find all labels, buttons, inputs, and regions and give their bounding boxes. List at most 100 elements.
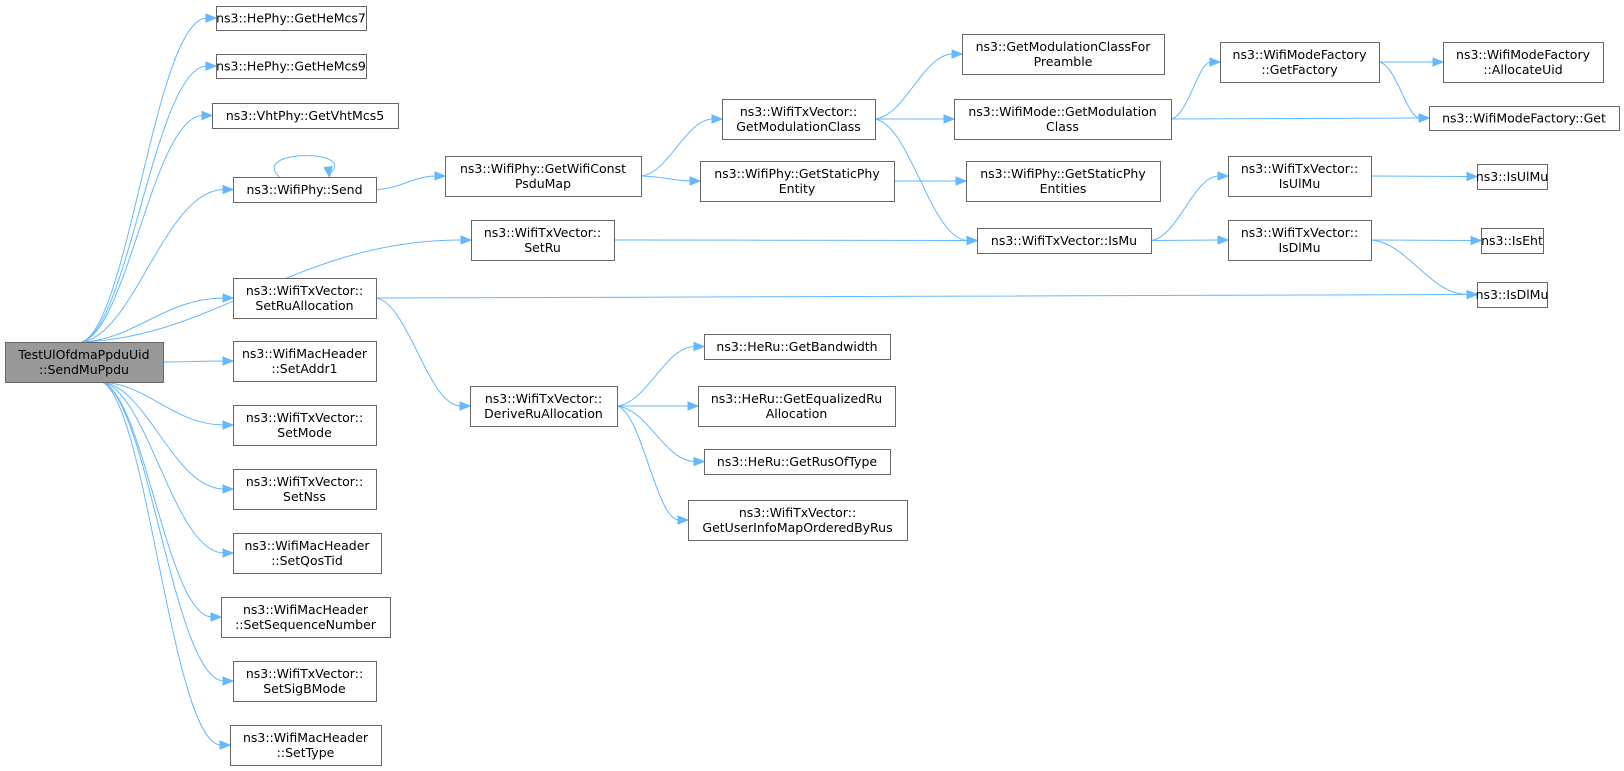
edge-setRuAllocation-to-isDlMu	[375, 289, 1479, 300]
node-label: ns3::WifiPhy::GetStaticPhy	[980, 166, 1146, 181]
edge-getModulationClass-to-wifiModeGetModClass	[874, 114, 956, 124]
node-box	[966, 161, 1161, 202]
edge-deriveRuAllocation-to-getUserInfoMap	[616, 405, 690, 525]
node-getBandwidth[interactable]: ns3::HeRu::GetBandwidth	[704, 334, 891, 360]
node-label: Class	[1046, 119, 1079, 134]
edge-arrowhead	[1217, 171, 1230, 181]
node-box	[1477, 164, 1548, 190]
node-isDlMuVec[interactable]: ns3::WifiTxVector::IsDlMu	[1228, 220, 1372, 261]
edge-deriveRuAllocation-to-getBandwidth	[616, 341, 706, 407]
node-wifiModeGetModClass[interactable]: ns3::WifiMode::GetModulationClass	[954, 99, 1172, 140]
node-label: Preamble	[1034, 54, 1093, 69]
node-setSeqNum[interactable]: ns3::WifiMacHeader::SetSequenceNumber	[221, 597, 391, 638]
edge-line	[874, 53, 954, 120]
node-box	[954, 99, 1172, 140]
edge-arrowhead	[222, 184, 235, 195]
node-label: ::SendMuPpdu	[39, 362, 129, 377]
edge-arrowhead	[219, 740, 232, 750]
node-label: ns3::WifiTxVector::	[246, 474, 363, 489]
edge-arrowhead	[210, 612, 223, 622]
node-getRusOfType[interactable]: ns3::HeRu::GetRusOfType	[704, 449, 891, 475]
node-isEht[interactable]: ns3::IsEht	[1481, 228, 1544, 254]
node-box	[233, 341, 377, 382]
edge-arrowhead	[222, 293, 235, 303]
node-label: DeriveRuAllocation	[484, 406, 603, 421]
node-isUlMuVec[interactable]: ns3::WifiTxVector::IsUlMu	[1228, 156, 1372, 197]
node-label: ns3::WifiMode::GetModulation	[968, 104, 1156, 119]
node-setType[interactable]: ns3::WifiMacHeader::SetType	[230, 725, 382, 766]
edge-arrowhead	[966, 235, 979, 246]
node-deriveRuAllocation[interactable]: ns3::WifiTxVector::DeriveRuAllocation	[470, 386, 618, 427]
edge-root-to-getVhtMcs5	[81, 110, 214, 343]
node-label: ::SetType	[277, 745, 335, 760]
node-label: ns3::WifiMacHeader	[244, 538, 370, 553]
edge-arrowhead	[693, 341, 706, 352]
node-box	[471, 220, 615, 261]
edge-arrowhead	[687, 401, 700, 411]
edge-line	[1378, 61, 1421, 119]
node-factoryGet[interactable]: ns3::WifiModeFactory::Get	[1429, 106, 1620, 131]
node-setQosTid[interactable]: ns3::WifiMacHeader::SetQosTid	[233, 533, 382, 574]
edge-setRu-to-isMu	[613, 235, 979, 246]
node-setRu[interactable]: ns3::WifiTxVector::SetRu	[471, 220, 615, 261]
node-setSigBMode[interactable]: ns3::WifiTxVector::SetSigBMode	[233, 661, 377, 702]
node-getHeMcs9[interactable]: ns3::HePhy::GetHeMcs9	[216, 54, 367, 79]
node-getVhtMcs5[interactable]: ns3::VhtPhy::GetVhtMcs5	[212, 103, 399, 129]
edge-line	[1370, 239, 1473, 241]
node-send[interactable]: ns3::WifiPhy::Send	[233, 177, 377, 203]
edge-root-to-setMode	[101, 381, 235, 430]
edge-getModulationClass-to-getModClassForPreamble	[874, 49, 964, 120]
node-label: Allocation	[766, 406, 828, 421]
edge-line	[640, 118, 714, 177]
node-root[interactable]: TestUlOfdmaPpduUid::SendMuPpdu	[5, 342, 164, 383]
edge-isDlMuVec-to-isEht	[1370, 235, 1483, 246]
edge-arrowhead	[201, 110, 214, 121]
node-label: ns3::WifiTxVector::	[484, 225, 601, 240]
node-getUserInfoMap[interactable]: ns3::WifiTxVector::GetUserInfoMapOrdered…	[688, 500, 908, 541]
node-label: SetNss	[283, 489, 326, 504]
node-getModulationClass[interactable]: ns3::WifiTxVector::GetModulationClass	[722, 99, 876, 140]
edge-arrowhead	[943, 114, 956, 124]
edge-arrowhead	[1217, 235, 1230, 245]
edge-root-to-setSigBMode	[101, 381, 235, 686]
edge-line	[375, 175, 437, 190]
edge-arrowhead	[460, 235, 473, 245]
node-label: ns3::WifiMacHeader	[243, 730, 369, 745]
edge-line	[81, 189, 225, 343]
node-setAddr1[interactable]: ns3::WifiMacHeader::SetAddr1	[233, 341, 377, 382]
node-isDlMu[interactable]: ns3::IsDlMu	[1476, 282, 1549, 308]
node-label: PsduMap	[515, 176, 571, 191]
node-label: ::SetSequenceNumber	[235, 617, 377, 632]
node-setMode[interactable]: ns3::WifiTxVector::SetMode	[233, 405, 377, 446]
node-getHeMcs7[interactable]: ns3::HePhy::GetHeMcs7	[216, 6, 367, 31]
edge-arrowhead	[693, 456, 706, 467]
node-setRuAllocation[interactable]: ns3::WifiTxVector::SetRuAllocation	[233, 278, 377, 319]
edge-line	[162, 360, 225, 363]
edge-arrowhead	[689, 176, 702, 186]
call-nodes: TestUlOfdmaPpduUid::SendMuPpdu ns3::HePhy…	[5, 6, 1620, 766]
node-box	[233, 278, 377, 319]
node-label: ns3::WifiTxVector::	[246, 283, 363, 298]
node-label: ns3::VhtPhy::GetVhtMcs5	[226, 108, 384, 123]
node-label: ns3::HePhy::GetHeMcs9	[216, 59, 366, 74]
edge-getStaticPhyEntity-to-getStaticPhyEntities	[893, 176, 968, 186]
edge-arrowhead	[222, 676, 235, 686]
node-getFactory[interactable]: ns3::WifiModeFactory::GetFactory	[1220, 42, 1380, 83]
node-box	[233, 405, 377, 446]
node-isUlMu[interactable]: ns3::IsUlMu	[1476, 164, 1548, 190]
edge-line	[375, 294, 1469, 299]
node-label: SetRuAllocation	[255, 298, 353, 313]
node-isMu[interactable]: ns3::WifiTxVector::IsMu	[977, 228, 1152, 254]
edge-root-to-setAddr1	[162, 356, 235, 366]
edge-isMu-to-isUlMuVec	[1150, 171, 1230, 241]
node-label: ns3::WifiTxVector::	[246, 410, 363, 425]
edge-arrowhead	[459, 401, 472, 411]
edge-getFactory-to-factoryGet	[1378, 61, 1431, 123]
node-setNss[interactable]: ns3::WifiTxVector::SetNss	[233, 469, 377, 510]
node-allocateUid[interactable]: ns3::WifiModeFactory::AllocateUid	[1443, 42, 1604, 83]
